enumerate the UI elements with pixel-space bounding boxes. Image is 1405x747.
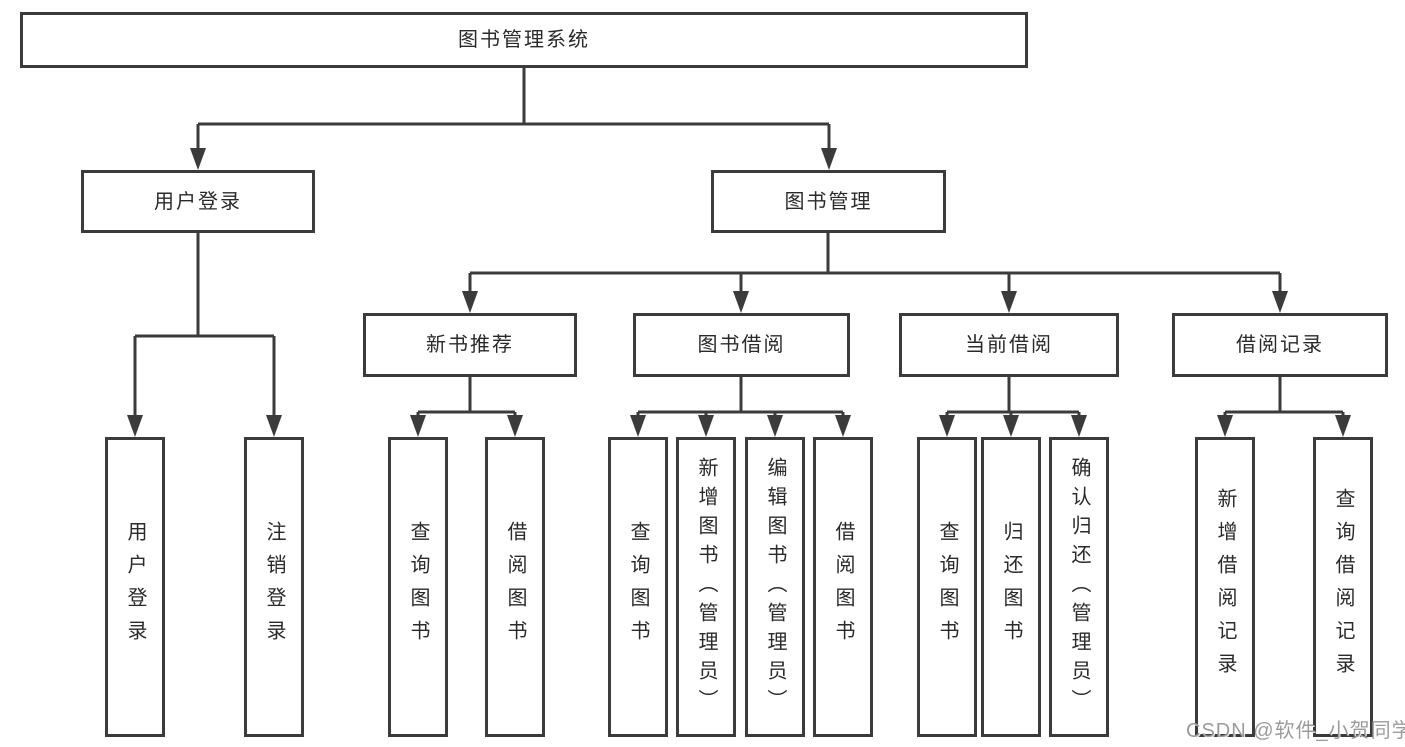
node-user-login-group: 用户登录 <box>81 170 315 233</box>
leaf-cb-return-books: 归还图书 <box>981 437 1041 737</box>
node-book-borrowing: 图书借阅 <box>633 313 850 377</box>
node-new-book-recommendation: 新书推荐 <box>363 313 577 377</box>
leaf-user-login: 用户登录 <box>105 437 165 737</box>
leaf-cb-query-books: 查询图书 <box>917 437 977 737</box>
leaf-nbr-query-books: 查询图书 <box>388 437 448 737</box>
csdn-watermark: CSDN @软件_小贺同学 <box>1186 720 1405 742</box>
leaf-logout: 注销登录 <box>244 437 304 737</box>
node-borrowing-records: 借阅记录 <box>1172 313 1388 377</box>
node-current-borrowing: 当前借阅 <box>899 313 1119 377</box>
leaf-bb-add-books-admin: 新增图书（管理员） <box>676 437 736 737</box>
leaf-bb-borrow-books: 借阅图书 <box>813 437 873 737</box>
leaf-br-add-record: 新增借阅记录 <box>1195 437 1255 737</box>
node-root: 图书管理系统 <box>20 12 1028 68</box>
arrowheads <box>127 148 1351 437</box>
leaf-nbr-borrow-books: 借阅图书 <box>485 437 545 737</box>
node-book-management-group: 图书管理 <box>711 170 946 233</box>
leaf-bb-query-books: 查询图书 <box>608 437 668 737</box>
leaf-bb-edit-books-admin: 编辑图书（管理员） <box>745 437 805 737</box>
leaf-br-query-record: 查询借阅记录 <box>1313 437 1373 737</box>
leaf-cb-confirm-return-admin: 确认归还（管理员） <box>1049 437 1109 737</box>
